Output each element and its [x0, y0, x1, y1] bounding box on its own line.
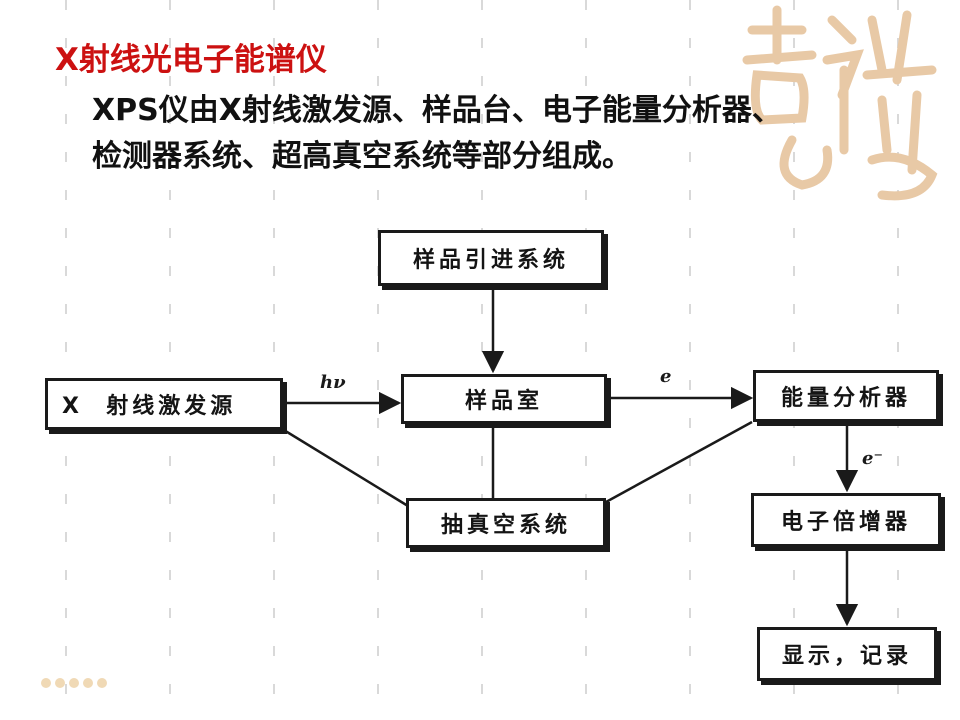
box-vacuum-system: 抽真空系统: [406, 498, 606, 548]
body-line-1: XPS仪由X射线激发源、样品台、电子能量分析器、: [92, 93, 782, 128]
body-line-2: 检测器系统、超高真空系统等部分组成。: [92, 139, 632, 174]
box-xray-source: X 射线激发源: [45, 378, 283, 430]
label-photon: hν: [320, 372, 346, 393]
box-electron-multiplier-label: 电子倍增器: [780, 510, 911, 535]
box-sample-intro-label: 样品引进系统: [412, 248, 569, 273]
box-energy-analyzer: 能量分析器: [753, 370, 939, 422]
line-source-to-vacuum: [273, 422, 409, 508]
label-electron-minus: e⁻: [862, 448, 883, 469]
line-analyzer-to-vacuum: [605, 420, 753, 504]
box-sample-intro-system: 样品引进系统: [378, 230, 604, 286]
box-xray-source-label: X 射线激发源: [62, 394, 237, 419]
slide-title: X射线光电子能谱仪: [55, 42, 327, 78]
box-electron-multiplier: 电子倍增器: [751, 493, 941, 547]
box-vacuum-system-label: 抽真空系统: [440, 513, 571, 538]
box-sample-chamber: 样品室: [401, 374, 607, 424]
label-electron: e: [660, 366, 672, 387]
box-display-record-label: 显示，记录: [781, 644, 912, 669]
box-sample-chamber-label: 样品室: [464, 389, 543, 414]
box-energy-analyzer-label: 能量分析器: [780, 386, 911, 411]
box-display-record: 显示，记录: [757, 627, 937, 681]
slide-body-text: XPS仪由X射线激发源、样品台、电子能量分析器、 检测器系统、超高真空系统等部分…: [92, 88, 952, 180]
